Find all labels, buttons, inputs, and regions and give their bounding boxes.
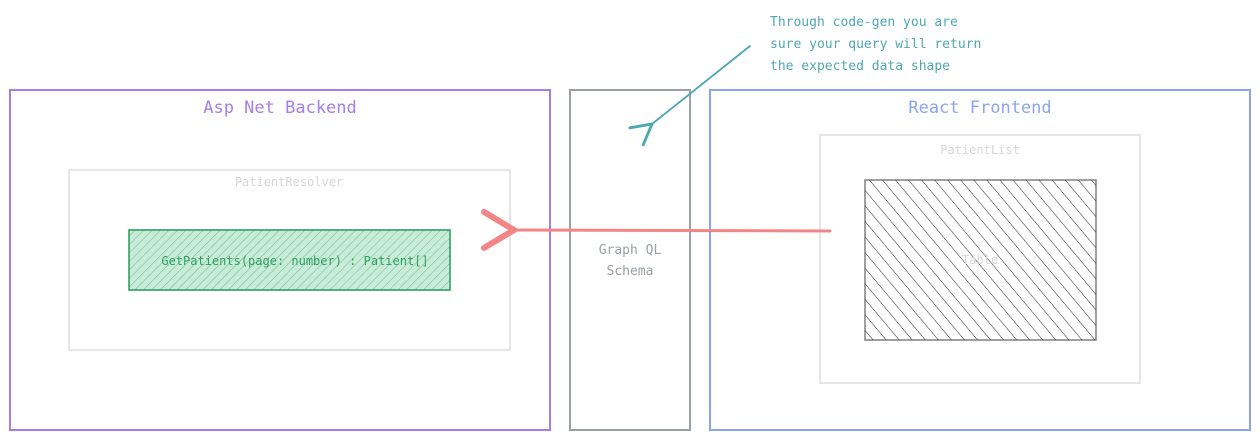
frontend-box: React Frontend PatientList Table <box>709 89 1251 431</box>
patient-list-box: PatientList <box>819 134 1141 384</box>
patient-list-label: PatientList <box>940 143 1019 157</box>
patient-resolver-box: PatientResolver <box>68 169 511 351</box>
backend-title: Asp Net Backend <box>203 98 357 118</box>
code-gen-note: Through code-gen you are sure your query… <box>770 15 981 74</box>
graphql-schema-box: Graph QL Schema <box>569 89 691 431</box>
note-arrow <box>628 45 751 147</box>
table-label: Table <box>962 253 998 267</box>
schema-label-line1: Graph QL <box>599 243 662 258</box>
frontend-title: React Frontend <box>908 98 1051 118</box>
backend-box: Asp Net Backend PatientResolver GetPatie… <box>9 89 551 431</box>
note-line3: the expected data shape <box>770 59 950 74</box>
get-patients-method-box: GetPatients(page: number) : Patient[] <box>128 229 451 291</box>
patient-resolver-label: PatientResolver <box>235 175 343 189</box>
note-line2: sure your query will return <box>770 37 981 52</box>
get-patients-method-label: GetPatients(page: number) : Patient[] <box>161 254 428 268</box>
schema-label-line2: Schema <box>607 264 654 279</box>
table-box: Table <box>864 179 1097 341</box>
query-arrow <box>480 208 832 251</box>
note-line1: Through code-gen you are <box>770 15 958 30</box>
